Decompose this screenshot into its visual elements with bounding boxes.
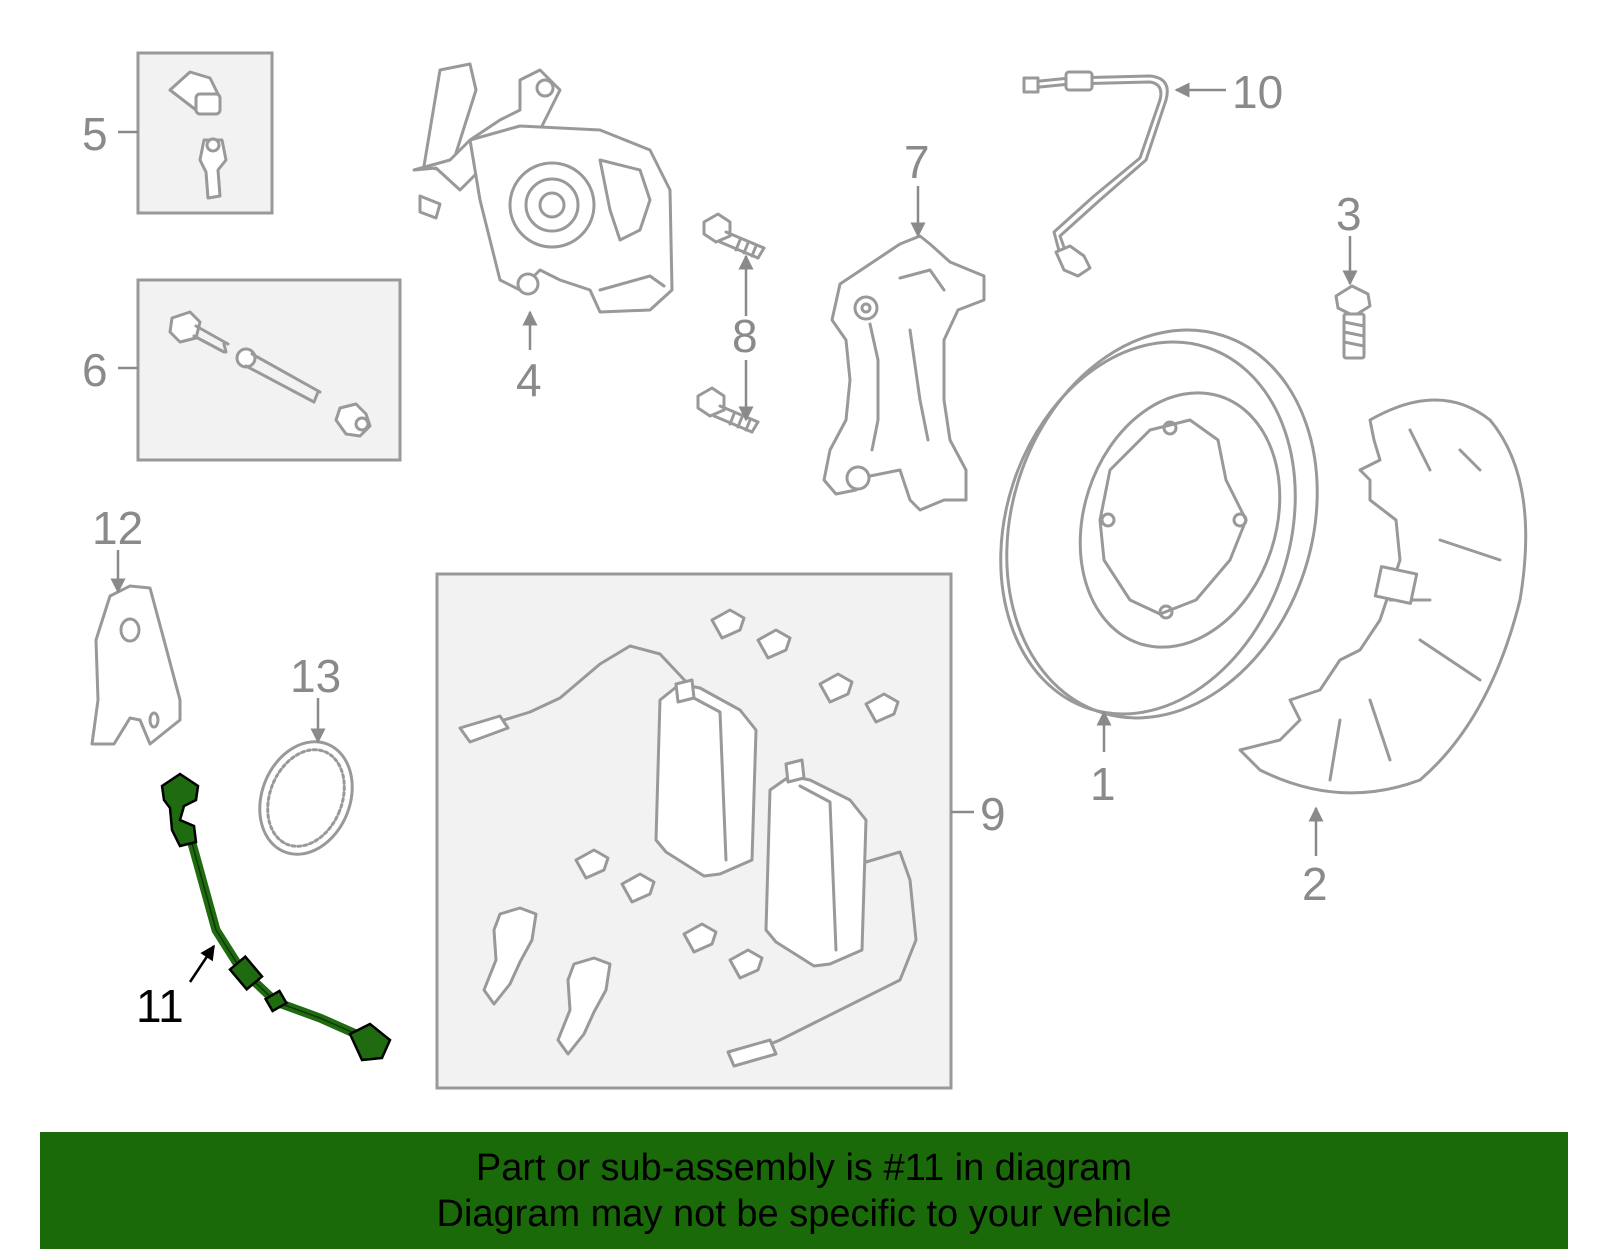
part-2-dust-shield[interactable] <box>1238 398 1528 795</box>
callout-1: 1 <box>1090 758 1116 810</box>
callout-6: 6 <box>82 344 108 396</box>
callout-2: 2 <box>1302 858 1328 910</box>
part-6-guide-pin-kit[interactable] <box>136 278 402 462</box>
callout-5: 5 <box>82 108 108 160</box>
part-11-abs-sensor-highlighted[interactable] <box>160 772 392 1062</box>
part-4-caliper[interactable] <box>412 62 674 314</box>
part-3-bolt[interactable] <box>1334 284 1372 360</box>
callout-10: 10 <box>1232 66 1283 118</box>
callout-13: 13 <box>290 650 341 702</box>
info-banner: Part or sub-assembly is #11 in diagram D… <box>40 1132 1568 1249</box>
callout-4: 4 <box>516 354 542 406</box>
callout-3: 3 <box>1336 188 1362 240</box>
callout-7: 7 <box>904 136 930 188</box>
part-7-caliper-bracket[interactable] <box>822 234 986 512</box>
part-1-rotor[interactable] <box>954 289 1366 758</box>
callout-8: 8 <box>732 310 758 362</box>
callout-12: 12 <box>92 502 143 554</box>
part-10-brake-hose[interactable] <box>1022 70 1169 278</box>
part-5-bleeder-kit[interactable] <box>136 51 274 215</box>
banner-line-1: Part or sub-assembly is #11 in diagram <box>475 1146 1133 1189</box>
callout-9: 9 <box>980 788 1006 840</box>
part-9-brake-pad-kit[interactable] <box>435 572 953 1090</box>
part-13-tone-ring[interactable] <box>243 728 368 869</box>
banner-line-2: Diagram may not be specific to your vehi… <box>436 1192 1172 1235</box>
part-12-bracket[interactable] <box>90 584 182 746</box>
leader-lines <box>110 82 1358 983</box>
callout-11: 11 <box>136 980 184 1032</box>
